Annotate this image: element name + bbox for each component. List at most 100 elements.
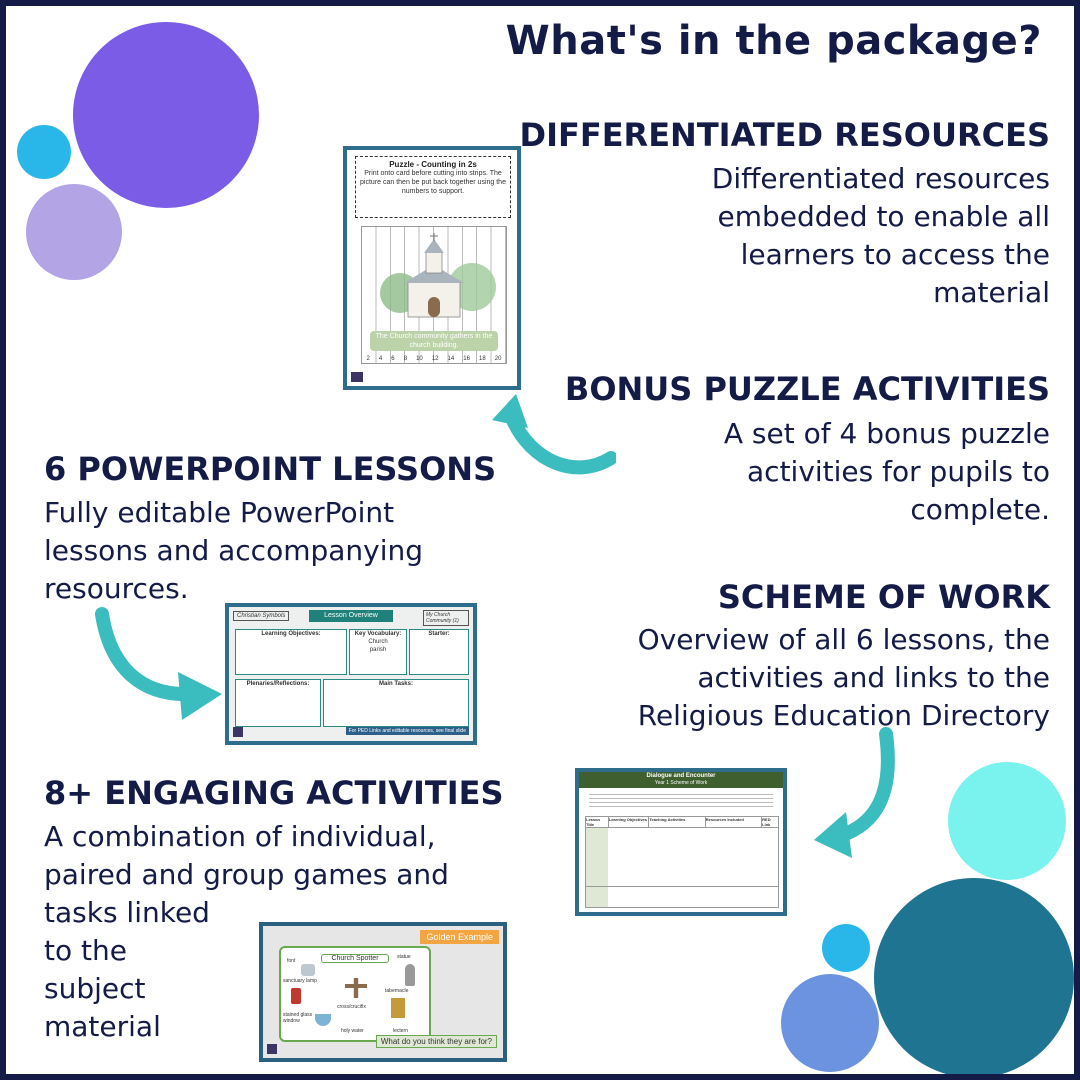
puzzle-thumbnail: Puzzle - Counting in 2s Print onto card … xyxy=(343,146,521,390)
puzzle-number: 10 xyxy=(416,356,423,362)
lesson-footer: For PED Links and editable resources, se… xyxy=(345,727,469,735)
puzzle-number: 2 xyxy=(366,356,370,362)
scheme-thumb-row xyxy=(586,887,778,907)
scheme-column: RED Link xyxy=(762,817,771,827)
puzzle-instructions: Print onto card before cutting into stri… xyxy=(360,170,506,195)
statue-icon xyxy=(405,964,415,986)
curved-arrow-icon xyxy=(814,727,895,858)
activities-text: A combination of individual, paired and … xyxy=(44,818,464,1046)
powerpoint-heading: 6 POWERPOINT LESSONS xyxy=(44,450,497,488)
puzzle-instruction-box: Puzzle - Counting in 2s Print onto card … xyxy=(355,156,511,218)
activity-label-tabernacle: tabernacle xyxy=(385,988,409,994)
scheme-column: Teaching Activities xyxy=(649,817,706,827)
powerpoint-text: Fully editable PowerPoint lessons and ac… xyxy=(44,494,464,608)
activity-label-cross: cross/crucifix xyxy=(337,1004,366,1010)
scheme-line: activities and links to the xyxy=(697,661,1050,694)
church-spotter-title: Church Spotter xyxy=(321,954,389,963)
bonus-text: A set of 4 bonus puzzle activities for p… xyxy=(570,415,1050,529)
scheme-thumb-row xyxy=(586,828,778,887)
aqua-circle xyxy=(948,762,1066,880)
activity-label-lamp: sanctuary lamp xyxy=(283,978,317,984)
bonus-heading: BONUS PUZZLE ACTIVITIES xyxy=(564,370,1050,408)
powerpoint-line: Fully editable PowerPoint xyxy=(44,496,395,529)
powerpoint-line: lessons and accompanying xyxy=(44,534,424,567)
differentiated-line: embedded to enable all xyxy=(717,200,1051,233)
scheme-thumb-subtitle: Year 1 Scheme of Work xyxy=(654,780,708,786)
lavender-circle xyxy=(26,184,122,280)
lesson-overview-thumbnail: Christian Symbols Lesson Overview My Chu… xyxy=(225,603,477,745)
activities-line: A combination of individual, xyxy=(44,820,436,853)
scheme-thumb-columns: Lesson Title Learning Objectives Teachin… xyxy=(586,817,778,828)
puzzle-title: Puzzle - Counting in 2s xyxy=(389,160,477,169)
scheme-thumb-intro xyxy=(589,794,773,808)
differentiated-line: learners to access the xyxy=(740,238,1050,271)
puzzle-picture: The Church community gathers in the chur… xyxy=(361,226,507,364)
lesson-heading: Lesson Overview xyxy=(309,610,393,622)
learning-objectives-box: Learning Objectives: xyxy=(235,629,347,675)
scheme-line: Overview of all 6 lessons, the xyxy=(637,623,1050,656)
differentiated-line: material xyxy=(933,276,1050,309)
purple-circle xyxy=(73,22,259,208)
activity-thumbnail: Golden Example Church Spotter font sanct… xyxy=(259,922,507,1062)
brand-logo xyxy=(233,727,243,737)
activities-line: subject xyxy=(44,972,146,1005)
powerpoint-line: resources. xyxy=(44,572,189,605)
brand-logo xyxy=(351,372,363,382)
vocabulary-words: Church parish xyxy=(368,639,388,653)
activities-heading: 8+ ENGAGING ACTIVITIES xyxy=(44,774,504,812)
activity-label-water: holy water xyxy=(341,1028,364,1034)
vocabulary-box: Key Vocabulary: Church parish xyxy=(349,629,407,675)
bonus-line: activities for pupils to xyxy=(747,455,1050,488)
puzzle-number: 12 xyxy=(431,356,439,362)
deep-teal-circle xyxy=(874,878,1074,1074)
activity-label-lectern: lectern xyxy=(393,1028,409,1034)
puzzle-number: 18 xyxy=(479,356,486,362)
holy-water-icon xyxy=(315,1014,331,1026)
differentiated-heading: DIFFERENTIATED RESOURCES xyxy=(519,116,1051,154)
activities-line: paired and group games and xyxy=(44,858,449,891)
activity-question: What do you think they are for? xyxy=(375,1035,497,1048)
differentiated-text: Differentiated resources embedded to ena… xyxy=(570,160,1050,312)
activities-line: tasks linked xyxy=(44,896,210,929)
scheme-column: Learning Objectives xyxy=(609,817,650,827)
activities-line: to the xyxy=(44,934,127,967)
scheme-thumbnail: Dialogue and Encounter Year 1 Scheme of … xyxy=(575,768,787,916)
lesson-tag-left: Christian Symbols xyxy=(233,611,290,621)
activity-label-window: stained glass window xyxy=(283,1012,313,1024)
church-spotter-sheet: Church Spotter font sanctuary lamp stain… xyxy=(279,946,431,1042)
scheme-thumb-header: Dialogue and Encounter Year 1 Scheme of … xyxy=(579,772,783,788)
starter-label: Starter: xyxy=(428,631,450,637)
periwinkle-circle xyxy=(781,974,879,1072)
bonus-line: A set of 4 bonus puzzle xyxy=(723,417,1050,450)
cross-icon xyxy=(345,978,367,998)
activity-label-statue: statue xyxy=(397,954,411,960)
plenaries-box: Plenaries/Reflections: xyxy=(235,679,321,727)
main-tasks-box: Main Tasks: xyxy=(323,679,469,727)
scheme-thumb-table: Lesson Title Learning Objectives Teachin… xyxy=(585,816,779,908)
puzzle-caption: The Church community gathers in the chur… xyxy=(370,331,498,351)
plenaries-label: Plenaries/Reflections: xyxy=(246,681,310,687)
bonus-line: complete. xyxy=(910,493,1050,526)
vocabulary-label: Key Vocabulary: xyxy=(354,631,402,637)
scheme-thumb-title: Dialogue and Encounter xyxy=(646,773,716,779)
puzzle-number: 4 xyxy=(378,356,383,362)
scheme-line: Religious Education Directory xyxy=(637,699,1050,732)
puzzle-number: 20 xyxy=(494,356,502,362)
learning-objectives-label: Learning Objectives: xyxy=(261,631,321,637)
scheme-column: Lesson Title xyxy=(586,817,609,827)
golden-example-badge: Golden Example xyxy=(420,930,499,944)
church-icon xyxy=(380,233,496,318)
scheme-column: Resources Included xyxy=(706,817,763,827)
puzzle-number: 14 xyxy=(447,356,455,362)
puzzle-number: 16 xyxy=(463,356,470,362)
page-title: What's in the package? xyxy=(505,18,1042,64)
curved-arrow-icon xyxy=(492,394,616,475)
puzzle-number: 8 xyxy=(403,356,408,362)
sky-circle-bottom xyxy=(822,924,870,972)
activity-label-font: font xyxy=(287,958,296,964)
scheme-heading: SCHEME OF WORK xyxy=(717,578,1050,616)
main-tasks-label: Main Tasks: xyxy=(379,681,413,687)
sky-circle-small xyxy=(17,125,71,179)
lamp-icon xyxy=(291,988,301,1004)
